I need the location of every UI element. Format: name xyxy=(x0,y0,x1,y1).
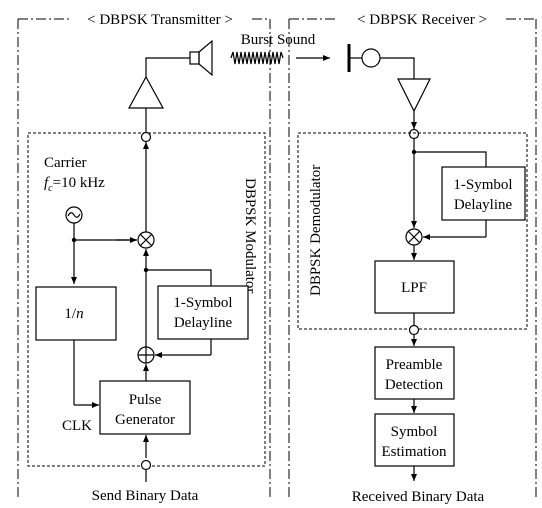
send-data-label: Send Binary Data xyxy=(92,488,199,504)
modulator-label: DBPSK Modulator xyxy=(242,178,258,293)
lpf-label: LPF xyxy=(401,280,427,296)
symbol-estimation-box xyxy=(374,413,455,467)
demodulator-label: DBPSK Demodulator xyxy=(308,165,324,296)
carrier-frequency: fc=10 kHz xyxy=(44,175,105,194)
rx-input-node xyxy=(408,128,420,140)
burst-waveform xyxy=(230,51,284,65)
received-data-label: Received Binary Data xyxy=(352,489,485,505)
demodulator-box xyxy=(297,132,528,330)
transmitter-title: < DBPSK Transmitter > xyxy=(87,12,233,28)
preamble-label-1: Preamble xyxy=(386,357,443,373)
tx-delayline-box xyxy=(157,285,249,340)
divider-label: 1/n xyxy=(64,306,83,322)
preamble-detection-box xyxy=(374,346,455,400)
preamble-label-2: Detection xyxy=(385,377,444,393)
rx-amplifier-icon xyxy=(397,78,431,113)
rx-delayline-label-2: Delayline xyxy=(454,197,513,213)
lpf-box xyxy=(374,260,455,314)
pulse-generator-box xyxy=(99,380,191,435)
receiver-frame: < DBPSK Receiver > xyxy=(288,12,537,498)
tx-delayline-label-2: Delayline xyxy=(174,315,233,331)
receiver-title: < DBPSK Receiver > xyxy=(357,12,487,28)
sine-wave-icon xyxy=(67,212,81,218)
speaker-icon xyxy=(189,51,200,65)
rx-delayline-label-1: 1-Symbol xyxy=(453,177,512,193)
symbol-label-1: Symbol xyxy=(391,424,438,440)
burst-sound-label: Burst Sound xyxy=(241,32,316,48)
tx-output-node xyxy=(140,131,152,143)
demod-output-node xyxy=(408,324,420,336)
clk-label: CLK xyxy=(62,418,92,434)
pulse-generator-label-1: Pulse xyxy=(129,392,162,408)
tx-input-node xyxy=(140,459,152,471)
tx-delayline-label-1: 1-Symbol xyxy=(173,295,232,311)
symbol-label-2: Estimation xyxy=(382,444,447,460)
rx-delayline-box xyxy=(441,166,526,221)
pulse-generator-label-2: Generator xyxy=(115,412,175,428)
divider-box xyxy=(35,286,117,341)
tx-amplifier-icon xyxy=(127,75,165,109)
transmitter-frame: < DBPSK Transmitter > xyxy=(17,12,271,498)
carrier-label: Carrier xyxy=(44,155,86,171)
